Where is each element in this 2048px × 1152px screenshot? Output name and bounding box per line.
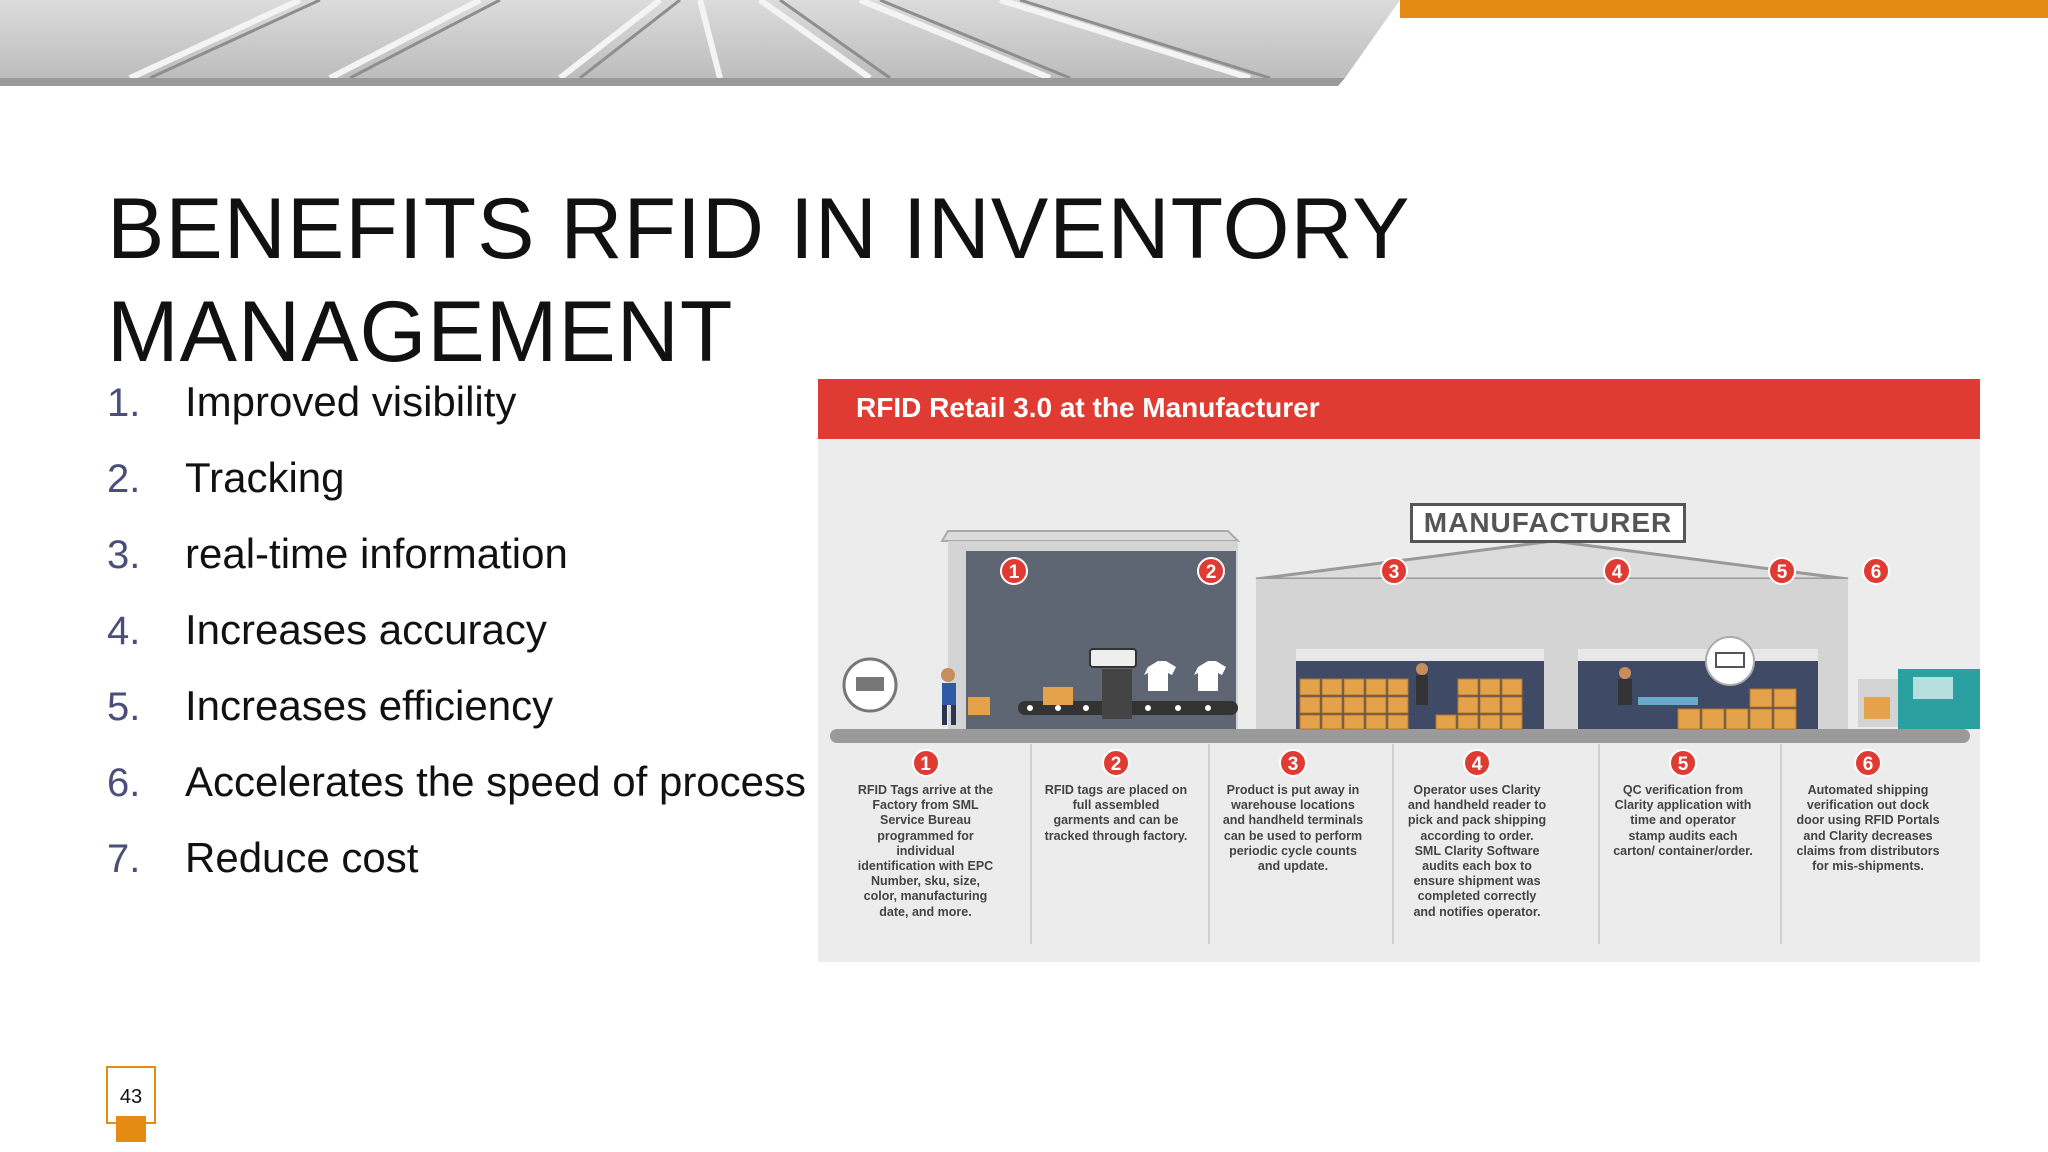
scene-badge: 6 (1862, 557, 1890, 585)
page-accent-square (116, 1116, 146, 1142)
scene-badge: 3 (1380, 557, 1408, 585)
slide-title: BENEFITS RFID IN INVENTORY MANAGEMENT (107, 181, 1409, 380)
manufacturer-sign: MANUFACTURER (1410, 503, 1686, 543)
step-item: 5 QC verification from Clarity applicati… (1608, 744, 1758, 962)
step-number-badge: 5 (1669, 749, 1697, 777)
step-number-badge: 1 (911, 749, 940, 777)
list-item: 4. Increases accuracy (107, 606, 806, 682)
list-number: 6. (107, 761, 141, 805)
step-item: 4 Operator uses Clarity and handheld rea… (1402, 744, 1552, 962)
step-descriptions: 1 RFID Tags arrive at the Factory from S… (818, 744, 1980, 962)
step-divider (1392, 744, 1394, 944)
list-item: 6. Accelerates the speed of process (107, 758, 806, 834)
step-description: RFID Tags arrive at the Factory from SML… (857, 783, 994, 919)
scene-badge: 2 (1197, 557, 1225, 585)
step-item: 3 Product is put away in warehouse locat… (1218, 744, 1368, 962)
scene-badge: 4 (1603, 557, 1631, 585)
list-number: 2. (107, 457, 141, 501)
list-number: 5. (107, 685, 141, 729)
page-number-box: 43 (106, 1066, 156, 1124)
step-item: 2 RFID tags are placed on full assembled… (1040, 744, 1192, 962)
list-text: Increases efficiency (185, 682, 554, 729)
step-description: QC verification from Clarity application… (1613, 783, 1753, 858)
infographic-title: RFID Retail 3.0 at the Manufacturer (856, 392, 1320, 423)
list-number: 3. (107, 533, 141, 577)
list-number: 7. (107, 837, 141, 881)
step-number-badge: 3 (1279, 749, 1307, 777)
list-item: 1. Improved visibility (107, 378, 806, 454)
step-number-badge: 6 (1854, 749, 1882, 777)
step-description: Product is put away in warehouse locatio… (1222, 783, 1364, 874)
scene-badge: 5 (1768, 557, 1796, 585)
list-number: 1. (107, 381, 141, 425)
list-text: real-time information (185, 530, 568, 577)
step-item: 1 RFID Tags arrive at the Factory from S… (853, 744, 998, 962)
step-number-badge: 4 (1463, 749, 1491, 777)
list-text: Increases accuracy (185, 606, 547, 653)
list-text: Improved visibility (185, 378, 517, 425)
list-item: 3. real-time information (107, 530, 806, 606)
step-divider (1030, 744, 1032, 944)
manufacturer-scene-illustration (830, 530, 1980, 743)
step-description: Automated shipping verification out dock… (1796, 783, 1940, 874)
step-divider (1598, 744, 1600, 944)
infographic-header: RFID Retail 3.0 at the Manufacturer (818, 379, 1980, 439)
list-text: Accelerates the speed of process (185, 758, 807, 805)
list-text: Reduce cost (185, 834, 419, 881)
step-number-badge: 2 (1102, 749, 1130, 777)
list-item: 5. Increases efficiency (107, 682, 806, 758)
list-number: 4. (107, 609, 141, 653)
list-item: 2. Tracking (107, 454, 806, 530)
step-description: Operator uses Clarity and handheld reade… (1407, 783, 1547, 919)
scene-badge: 1 (1000, 557, 1028, 585)
list-text: Tracking (185, 454, 345, 501)
list-item: 7. Reduce cost (107, 834, 806, 910)
step-divider (1780, 744, 1782, 944)
step-description: RFID tags are placed on full assembled g… (1044, 783, 1188, 843)
benefits-list: 1. Improved visibility 2. Tracking 3. real-… (107, 378, 806, 910)
header-banner (0, 0, 2048, 90)
step-item: 6 Automated shipping verification out do… (1790, 744, 1946, 962)
rfid-infographic: RFID Retail 3.0 at the Manufacturer (818, 379, 1980, 962)
step-divider (1208, 744, 1210, 944)
page-number: 43 (119, 1086, 143, 1108)
